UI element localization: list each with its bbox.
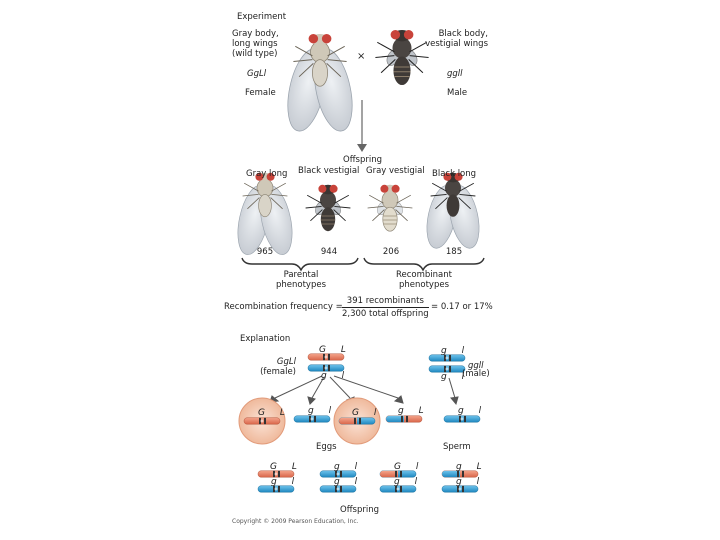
offspring-2-bottom: g l	[334, 477, 364, 487]
offspring-fly-black-long	[421, 172, 485, 252]
parental-brace	[241, 257, 359, 272]
offspring-label-black-long: Black long	[432, 169, 477, 179]
offspring-4-top: g L	[456, 462, 488, 472]
offspring-1-bottom: g l	[271, 477, 301, 487]
egg-2	[293, 415, 331, 423]
explanation-heading: Explanation	[240, 334, 291, 344]
explanation-male-genotype: ggll	[468, 361, 484, 371]
offspring-3-top: G l	[394, 462, 425, 472]
female-bottom-alleles: g l	[321, 371, 351, 381]
female-genotype: GgLl	[247, 69, 267, 79]
count-black-long: 185	[445, 247, 463, 257]
egg-1	[238, 397, 286, 445]
explanation-female-sex: (female)	[260, 367, 296, 377]
sperm-label: Sperm	[443, 442, 471, 452]
recombination-result: = 0.17 or 17%	[431, 302, 493, 312]
parental-label: Parental phenotypes	[275, 270, 327, 290]
male-chromosome-pair	[428, 354, 466, 373]
recombination-numerator: 391 recombinants	[342, 296, 429, 308]
male-bottom-alleles: g l	[441, 372, 471, 382]
count-gray-long: 965	[256, 247, 274, 257]
egg-3	[333, 397, 381, 445]
male-top-alleles: g l	[441, 346, 471, 356]
cross-arrow	[357, 100, 367, 152]
sperm-alleles: g l	[458, 406, 488, 416]
offspring-heading: Offspring	[343, 155, 383, 165]
offspring-4-bottom: g l	[456, 477, 486, 487]
explanation-male-sex: (male)	[462, 369, 490, 379]
male-genotype: ggll	[447, 69, 463, 79]
egg-1-alleles: G L	[258, 408, 291, 418]
offspring-label-black-vestigial: Black vestigial	[298, 166, 360, 176]
offspring-3-bottom: g l	[394, 477, 424, 487]
copyright: Copyright © 2009 Pearson Education, Inc.	[232, 518, 359, 525]
offspring-fly-black-vestigial	[305, 184, 351, 232]
recombination-fraction: 391 recombinants 2,300 total offspring	[342, 296, 429, 319]
cross-symbol: ×	[357, 51, 366, 62]
female-sex: Female	[245, 88, 276, 98]
egg-3-alleles: G l	[352, 408, 383, 418]
offspring-label-gray-vestigial: Gray vestigial	[366, 166, 425, 176]
offspring-2-top: g l	[334, 462, 364, 472]
male-sex: Male	[447, 88, 468, 98]
experiment-heading: Experiment	[237, 12, 287, 22]
offspring-label-gray-long: Gray long	[246, 169, 288, 179]
egg-4-alleles: g L	[398, 406, 430, 416]
recombination-lead: Recombination frequency =	[224, 302, 343, 312]
sperm-chromosome	[443, 415, 481, 423]
offspring-fly-gray-long	[231, 172, 299, 258]
eggs-label: Eggs	[316, 442, 337, 452]
offspring-1-top: G L	[270, 462, 303, 472]
recombination-denominator: 2,300 total offspring	[342, 309, 429, 319]
offspring-fly-gray-vestigial	[367, 184, 413, 232]
explanation-female-genotype: GgLl	[276, 357, 296, 367]
male-phenotype: Black body, vestigial wings	[425, 29, 488, 49]
egg-2-alleles: g l	[308, 406, 338, 416]
count-gray-vestigial: 206	[382, 247, 400, 257]
explanation-offspring-label: Offspring	[340, 505, 380, 515]
count-black-vestigial: 944	[320, 247, 338, 257]
female-top-alleles: G L	[319, 345, 352, 355]
recombinant-label: Recombinant phenotypes	[396, 270, 452, 290]
female-phenotype: Gray body, long wings (wild type)	[232, 29, 279, 59]
egg-4	[385, 415, 423, 423]
recombinant-brace	[363, 257, 485, 272]
female-chromosome-pair	[307, 353, 345, 372]
